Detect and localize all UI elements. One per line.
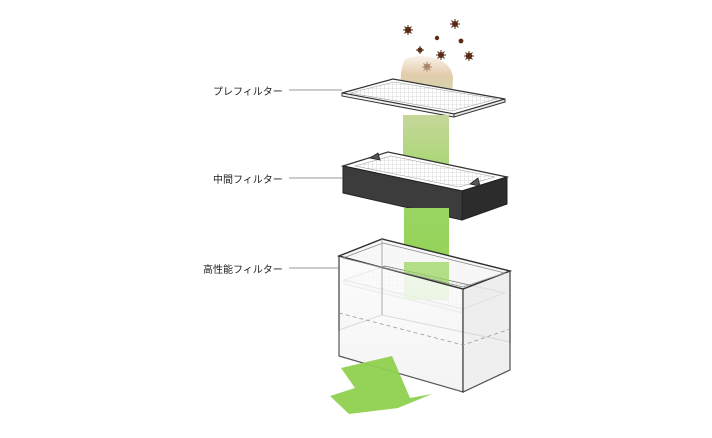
particle: [464, 51, 474, 61]
middle-filter-label: 中間フィルター: [213, 175, 283, 186]
particle: [458, 38, 464, 44]
outflow-arrow: [330, 356, 432, 414]
pre-filter-label: プレフィルター: [213, 87, 283, 98]
hepa-filter: [336, 238, 513, 393]
particle: [436, 50, 446, 60]
particle: [403, 25, 413, 35]
particle: [416, 46, 424, 54]
particle: [450, 19, 460, 29]
particle: [434, 35, 440, 41]
hepa-filter-label: 高性能フィルター: [203, 265, 283, 276]
pre-filter: [341, 78, 506, 118]
middle-filter: [340, 151, 510, 221]
